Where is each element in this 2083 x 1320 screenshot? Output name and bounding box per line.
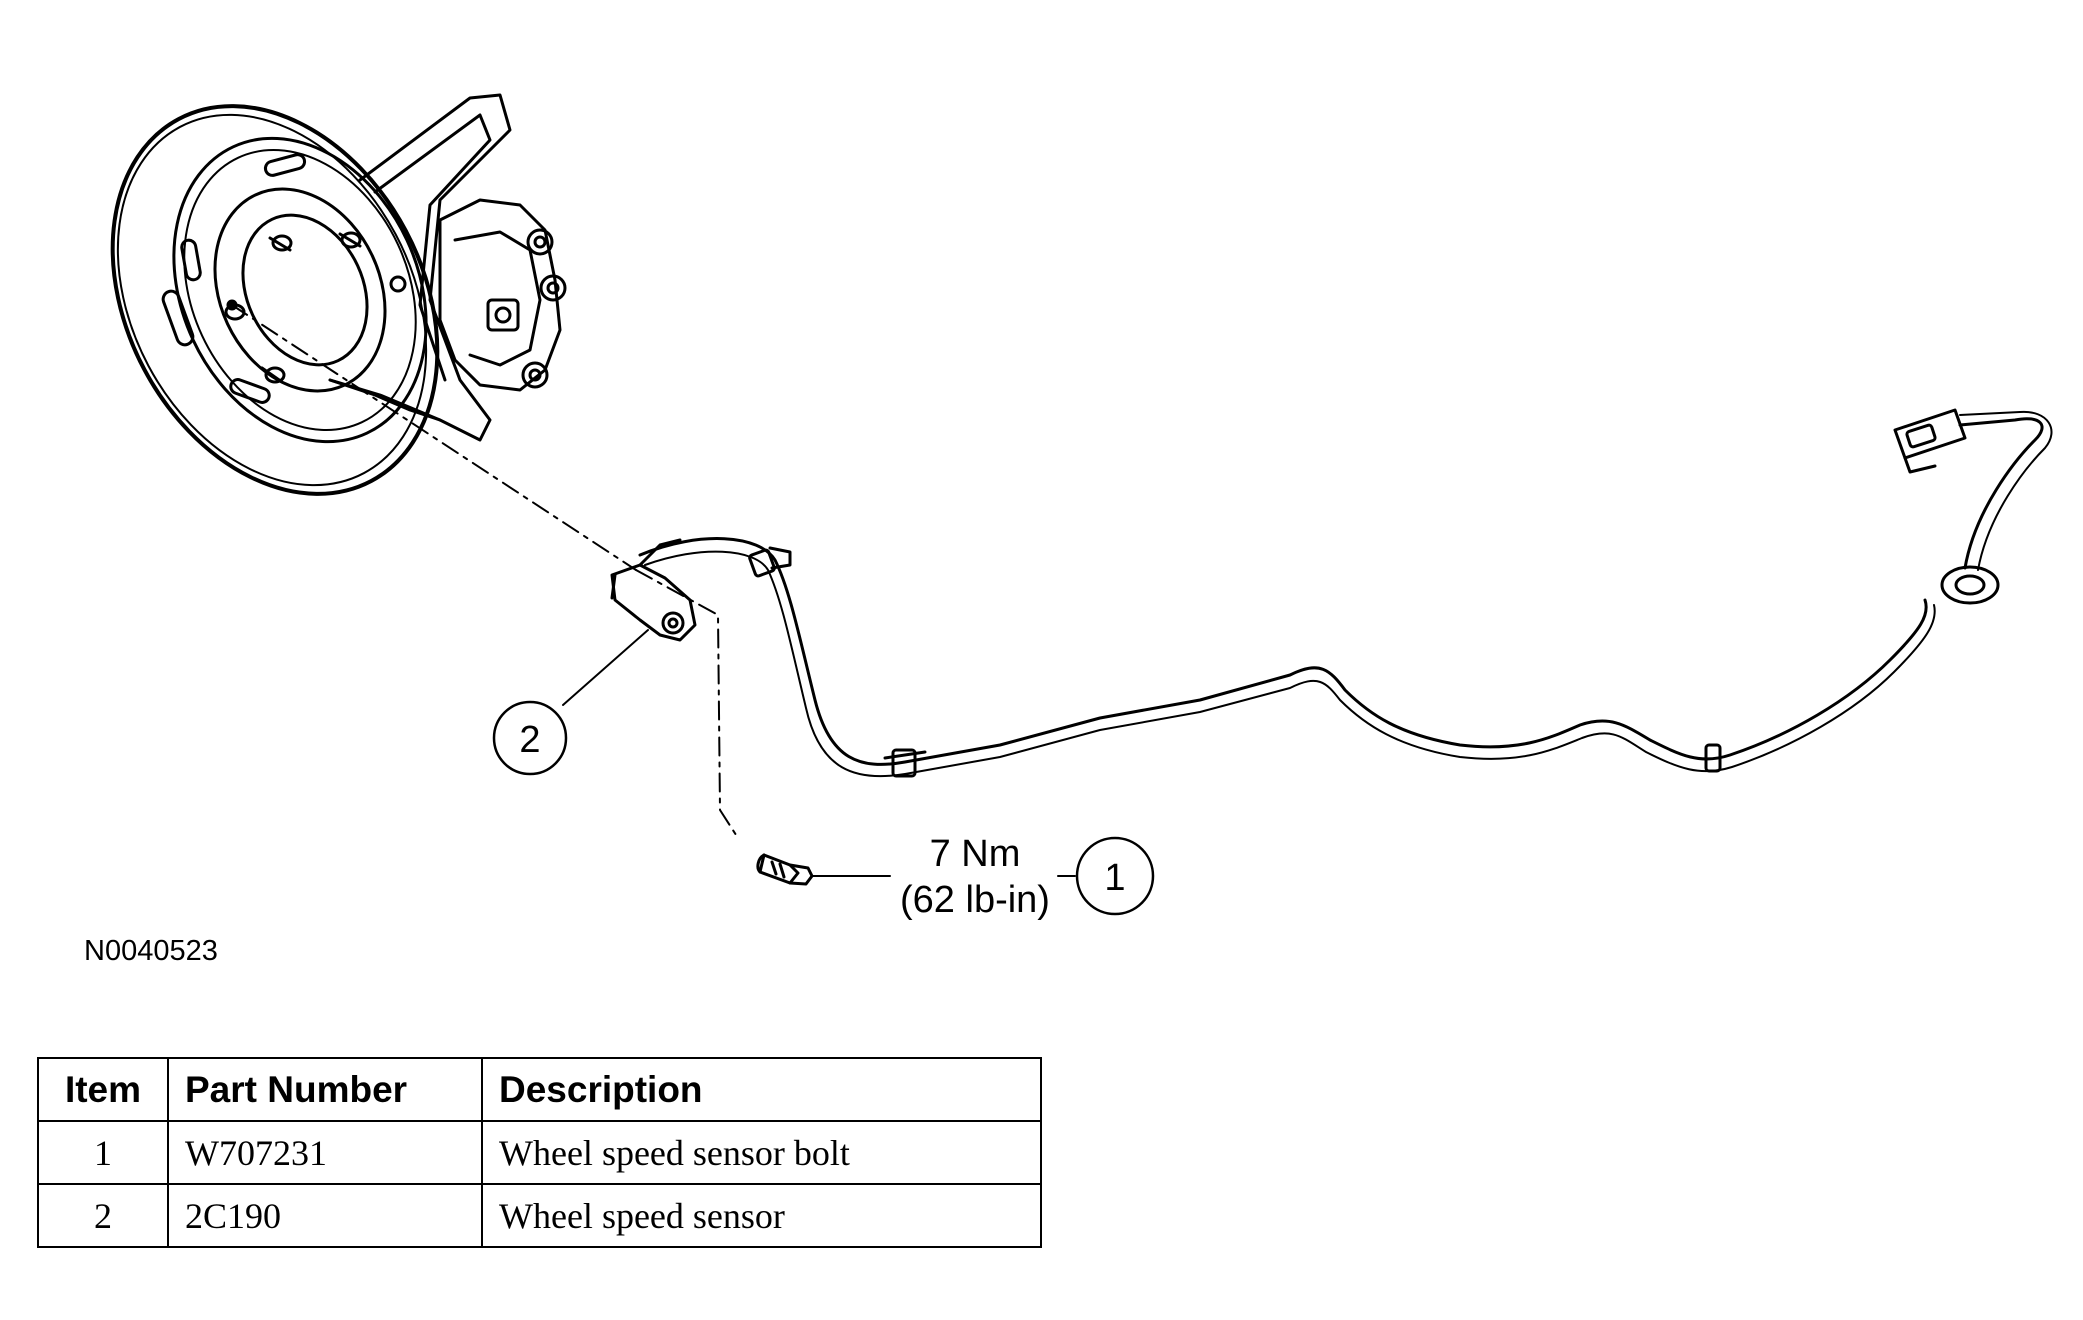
callout-2-leader — [562, 629, 649, 706]
cell-description: Wheel speed sensor — [481, 1183, 1042, 1248]
cell-item: 1 — [37, 1120, 169, 1185]
figure-id: N0040523 — [84, 935, 218, 967]
table-header-row: Item Part Number Description — [37, 1057, 1042, 1122]
header-description: Description — [481, 1057, 1042, 1122]
sensor-bolt-illustration — [756, 853, 814, 886]
parts-table: Item Part Number Description 1 W707231 W… — [37, 1057, 1042, 1248]
sensor-harness-illustration — [638, 408, 2053, 778]
callout-2-circle — [492, 700, 568, 776]
torque-metric-label: 7 Nm — [930, 833, 1021, 875]
callout-2-number: 2 — [519, 719, 540, 761]
table-row: 2 2C190 Wheel speed sensor — [37, 1183, 1042, 1248]
alignment-line — [231, 304, 739, 839]
header-part-number: Part Number — [167, 1057, 483, 1122]
wheel-speed-sensor-illustration — [610, 538, 697, 642]
cell-description: Wheel speed sensor bolt — [481, 1120, 1042, 1185]
torque-imperial-label: (62 lb-in) — [900, 879, 1050, 921]
brake-caliper-illustration — [438, 198, 567, 392]
cell-part-number: 2C190 — [167, 1183, 483, 1248]
callout-1-circle — [1075, 836, 1155, 916]
cell-item: 2 — [37, 1183, 169, 1248]
brake-rotor-illustration — [110, 93, 512, 496]
header-item: Item — [37, 1057, 169, 1122]
cell-part-number: W707231 — [167, 1120, 483, 1185]
callout-1-number: 1 — [1104, 857, 1125, 899]
table-row: 1 W707231 Wheel speed sensor bolt — [37, 1120, 1042, 1185]
